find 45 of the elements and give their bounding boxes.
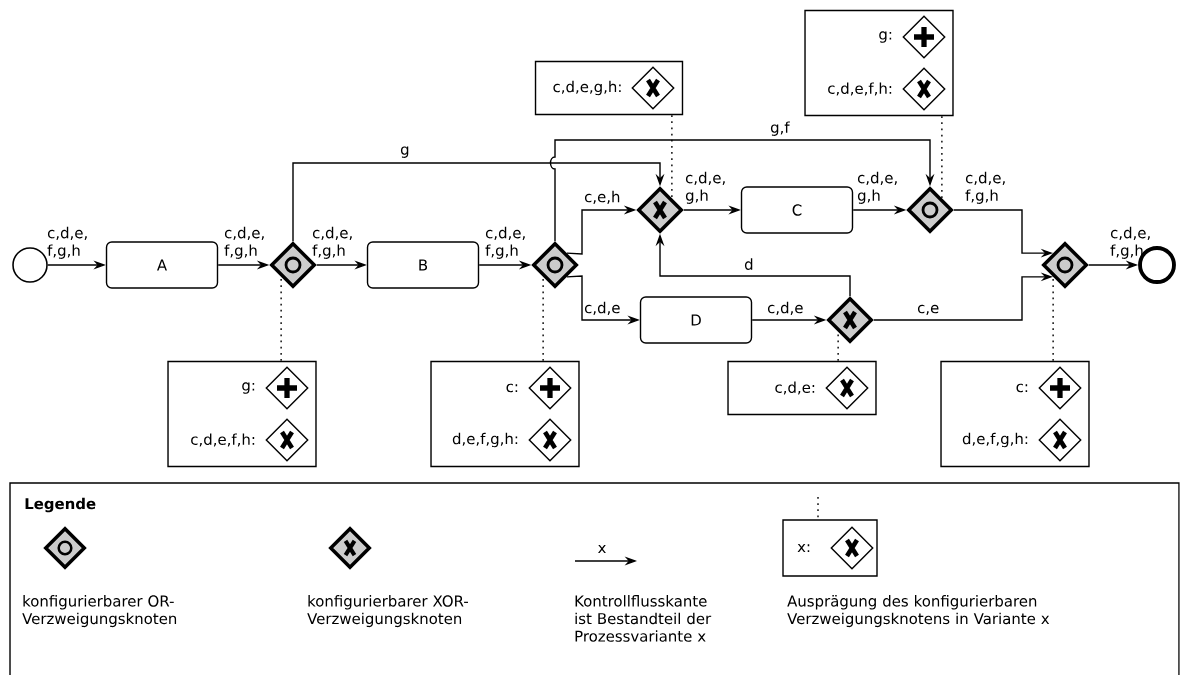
edge-label: c,d,e: [767, 301, 803, 315]
variant-label: d,e,f,g,h:: [962, 432, 1028, 448]
edge-label: c,d,e, f,g,h: [965, 171, 1005, 204]
edge-label: c,e,h: [584, 190, 620, 204]
dotted-connector: [542, 276, 544, 362]
dotted-connector: [941, 115, 943, 199]
edge-label: c,d,e, g,h: [685, 171, 725, 204]
edge-label: c,e: [917, 304, 939, 315]
edge-label: g,f: [770, 121, 790, 136]
legend-title: Legende: [25, 497, 96, 513]
edge-label: c,d,e, f,g,h: [224, 226, 264, 259]
edge-label: c,d,e: [584, 301, 620, 315]
arrow: [292, 162, 665, 242]
arrow: [549, 139, 935, 242]
legend-text: konfigurierbarer OR- Verzweigungsknoten: [22, 595, 177, 628]
variant-label: c,d,e:: [775, 381, 815, 395]
variant-label: c,d,e,g,h:: [553, 80, 621, 96]
variant-label: c:: [506, 383, 518, 393]
edge-label: c,d,e, f,g,h: [485, 226, 525, 259]
edge-label: c,d,e, g,h: [857, 171, 897, 204]
task-box: C: [740, 186, 854, 234]
edge-label: c,d,e, f,g,h: [312, 226, 352, 259]
edge-label: d: [744, 258, 753, 270]
variant-label: c:: [1016, 383, 1028, 393]
task-box: A: [105, 241, 219, 289]
task-box: B: [366, 241, 480, 289]
dotted-connector: [1052, 276, 1054, 362]
variant-label: d,e,f,g,h:: [452, 432, 518, 448]
start-event-circle: [12, 247, 48, 283]
variant-label: c,d,e,f,h:: [191, 433, 255, 447]
legend-text: konfigurierbarer XOR- Verzweigungsknoten: [307, 595, 468, 628]
edge-label: g: [400, 146, 409, 158]
variant-label: x:: [797, 543, 810, 553]
edge-label: c,d,e, f,g,h: [47, 226, 87, 259]
legend-text: Ausprägung des konfigurierbaren Verzweigungsknotens in Variante x: [787, 595, 1050, 628]
task-box: D: [639, 296, 753, 344]
dotted-connector: [671, 114, 673, 199]
edge-label: c,d,e, f,g,h: [1110, 226, 1150, 259]
variant-label: c,d,e,f,h:: [828, 82, 892, 96]
dotted-connector: [837, 331, 839, 362]
arrow-label: x: [598, 544, 606, 554]
dotted-connector: [280, 276, 282, 362]
variant-label: g:: [242, 382, 255, 394]
variant-label: g:: [879, 31, 892, 43]
legend-text: Kontrollflusskante ist Bestandteil der Prozessvariante x: [575, 595, 712, 642]
